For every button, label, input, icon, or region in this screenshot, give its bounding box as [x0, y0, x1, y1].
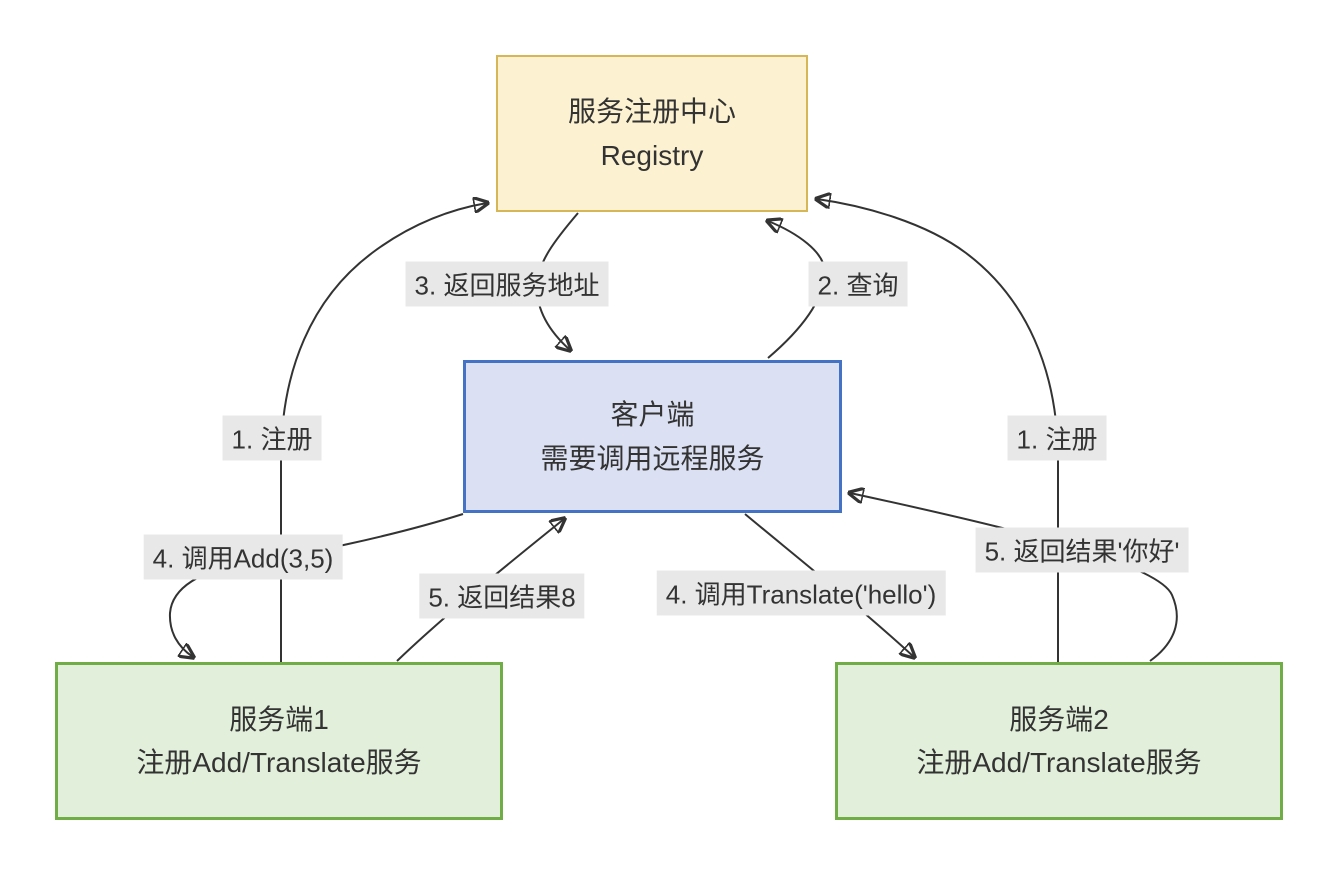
edge-label-call-translate: 4. 调用Translate('hello')	[656, 570, 946, 616]
node-registry: 服务注册中心 Registry	[496, 55, 808, 212]
edge-label-register-left: 1. 注册	[222, 415, 322, 461]
edge-label-return-8: 5. 返回结果8	[419, 573, 585, 619]
edge-label-return-address: 3. 返回服务地址	[405, 261, 609, 307]
edge-register-left-path	[280, 203, 487, 662]
node-client: 客户端 需要调用远程服务	[463, 360, 842, 513]
node-server2-subtitle: 注册Add/Translate服务	[916, 747, 1202, 778]
edge-label-query: 2. 查询	[808, 261, 908, 307]
node-server2: 服务端2 注册Add/Translate服务	[835, 662, 1283, 820]
edge-label-return-nihao: 5. 返回结果'你好'	[975, 527, 1189, 573]
edge-return-nihao-path	[850, 493, 1178, 662]
edge-register-right-path	[817, 199, 1059, 662]
edge-label-call-add: 4. 调用Add(3,5)	[143, 534, 343, 580]
node-server2-title: 服务端2	[1009, 703, 1109, 735]
node-server1-title: 服务端1	[229, 703, 329, 735]
node-registry-subtitle: Registry	[600, 139, 704, 171]
node-client-subtitle: 需要调用远程服务	[540, 442, 765, 474]
edge-label-register-right: 1. 注册	[1007, 415, 1107, 461]
node-registry-title: 服务注册中心	[567, 96, 736, 128]
node-client-title: 客户端	[610, 399, 695, 431]
node-server1: 服务端1 注册Add/Translate服务	[55, 662, 503, 820]
node-server1-subtitle: 注册Add/Translate服务	[136, 747, 422, 778]
